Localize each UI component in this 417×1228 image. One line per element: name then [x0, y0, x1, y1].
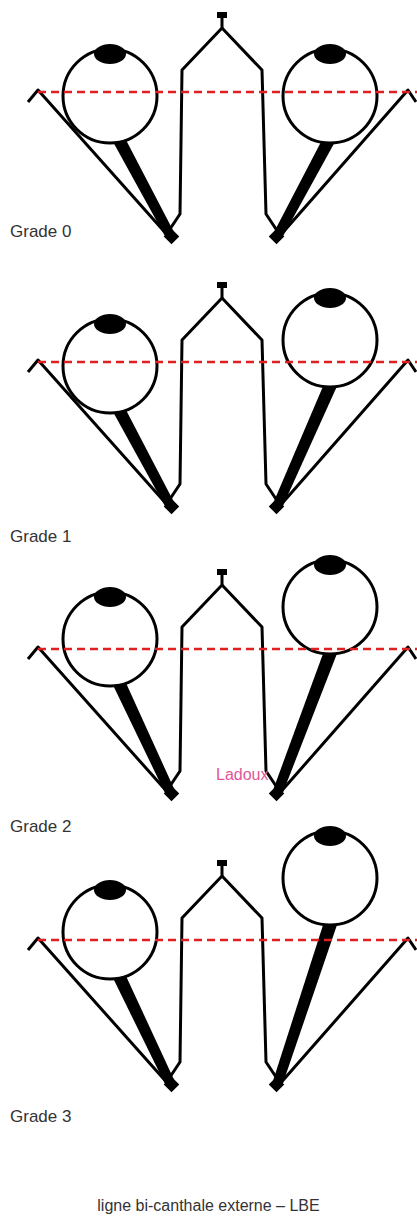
grade-label: Grade 3 — [10, 1107, 71, 1127]
grade-panel — [28, 555, 417, 801]
grade-label: Grade 1 — [10, 527, 71, 547]
grade-label: Grade 0 — [10, 222, 71, 242]
caption: ligne bi-canthale externe – LBE — [97, 1196, 319, 1215]
grade-panel — [28, 826, 417, 1092]
watermark: Ladoux — [216, 765, 269, 784]
grade-panel — [28, 12, 417, 244]
grade-label: Grade 2 — [10, 817, 71, 837]
grade-panel — [28, 282, 417, 514]
